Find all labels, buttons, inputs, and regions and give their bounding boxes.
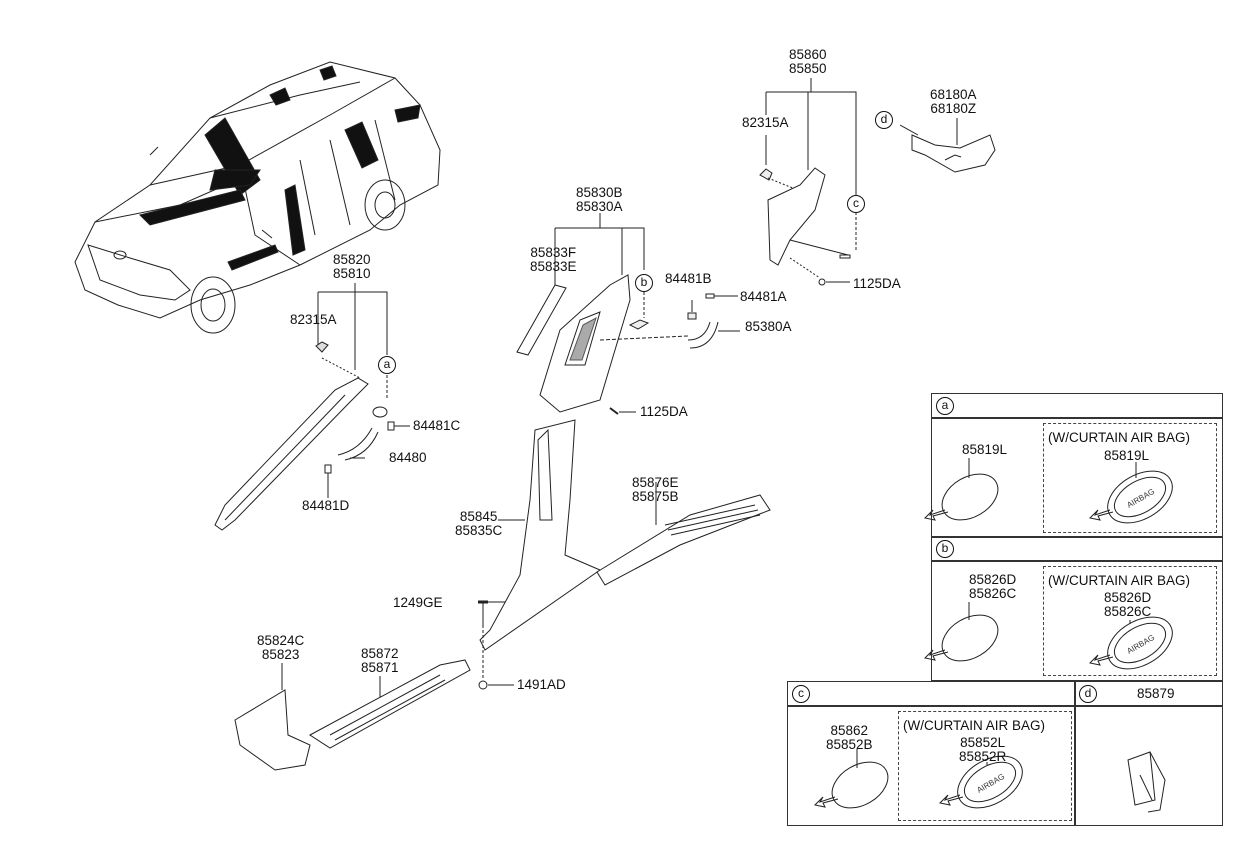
inset-c-letter: c [792, 685, 810, 703]
inset-a-body: 85819L (W/CURTAIN AIR BAG) 85819L [931, 417, 1223, 538]
front-kick-panel-group [234, 659, 471, 771]
inset-b-right-part: 85826D 85826C [1104, 591, 1151, 619]
inset-d-header: d 85879 [1074, 681, 1223, 707]
inset-a-header: a [931, 393, 1223, 419]
part-number: 85826D [969, 572, 1017, 587]
label-85820-85810: 85820 85810 [333, 253, 371, 281]
label-1125da-b: 1125DA [640, 404, 688, 419]
part-number: 85833E [530, 259, 577, 274]
part-number: 85862 [830, 723, 869, 738]
inset-a-left-part: 85819L [962, 442, 1008, 457]
c-pillar-trim-group [759, 78, 857, 286]
label-84480: 84480 [389, 450, 427, 465]
part-number: 85826C [969, 586, 1017, 601]
inset-a-note: (W/CURTAIN AIR BAG) [1048, 430, 1191, 445]
label-85380a: 85380A [745, 319, 792, 334]
part-number: 68180A [930, 87, 977, 102]
inset-a-airbag-box: (W/CURTAIN AIR BAG) 85819L [1043, 423, 1217, 533]
part-number: 85852B [826, 737, 873, 752]
inset-b-letter: b [936, 540, 954, 558]
label-85845-85835c: 85845 85835C [455, 510, 502, 538]
label-1125da-c: 1125DA [853, 276, 901, 291]
inset-c-note: (W/CURTAIN AIR BAG) [903, 718, 1046, 733]
vehicle-illustration [74, 61, 441, 334]
label-82315a: 82315A [290, 312, 337, 327]
label-84481c: 84481C [413, 418, 461, 433]
callout-d: d [875, 111, 893, 129]
part-number: 85875B [632, 489, 679, 504]
inset-art [813, 470, 1173, 813]
label-85824c-85823: 85824C 85823 [257, 634, 304, 662]
inset-d-letter: d [1079, 685, 1097, 703]
label-1491ad: 1491AD [517, 677, 566, 692]
part-number: 85852L [960, 735, 1006, 750]
part-number: 85845 [459, 509, 498, 524]
inset-d-part: 85879 [1137, 686, 1175, 701]
part-number: 85820 [333, 252, 371, 267]
b-pillar-trim-group [478, 213, 771, 690]
part-number: 85871 [361, 660, 399, 675]
inset-c-right-part: 85852L 85852R [959, 736, 1006, 764]
inset-c-body: 85862 85852B (W/CURTAIN AIR BAG) 85852L … [787, 705, 1076, 826]
part-number: 85830B [576, 185, 623, 200]
label-68180a-68180z: 68180A 68180Z [930, 88, 977, 116]
label-82315a-c: 82315A [742, 115, 789, 130]
inset-b-left-part: 85826D 85826C [969, 573, 1016, 601]
part-number: 85876E [632, 475, 679, 490]
a-pillar-trim-group [214, 283, 410, 531]
callout-c: c [847, 195, 865, 213]
callout-b: b [635, 274, 653, 292]
label-85860-85850: 85860 85850 [789, 48, 827, 76]
part-number: 85830A [576, 199, 623, 214]
inset-c-airbag-box: (W/CURTAIN AIR BAG) 85852L 85852R [898, 711, 1072, 821]
label-84481d: 84481D [302, 498, 350, 513]
part-number: 85833F [530, 245, 577, 260]
inset-b-note: (W/CURTAIN AIR BAG) [1048, 573, 1191, 588]
inset-b-airbag-box: (W/CURTAIN AIR BAG) 85826D 85826C [1043, 566, 1217, 676]
label-84481b: 84481B [665, 271, 712, 286]
label-1249ge: 1249GE [393, 595, 443, 610]
part-number: 85850 [789, 61, 827, 76]
inset-b-header: b [931, 536, 1223, 562]
d-trim-group [899, 118, 996, 173]
inset-a-right-part: 85819L [1104, 448, 1150, 463]
part-number: 68180Z [930, 101, 977, 116]
inset-c-header: c [787, 681, 1076, 707]
part-number: 85852R [959, 749, 1007, 764]
part-number: 85835C [455, 523, 503, 538]
part-number: 85824C [257, 633, 305, 648]
inset-a-letter: a [936, 397, 954, 415]
inset-b-body: 85826D 85826C (W/CURTAIN AIR BAG) 85826D… [931, 560, 1223, 681]
label-84481a: 84481A [740, 289, 787, 304]
label-85830b-85830a: 85830B 85830A [576, 186, 623, 214]
part-number: 85810 [333, 266, 371, 281]
inset-c-left-part: 85862 85852B [826, 724, 873, 752]
part-number: 85823 [261, 647, 300, 662]
callout-a: a [378, 356, 396, 374]
label-85872-85871: 85872 85871 [361, 647, 399, 675]
label-85833f-85833e: 85833F 85833E [530, 246, 577, 274]
inset-d-body [1074, 705, 1223, 826]
part-number: 85826D [1104, 590, 1152, 605]
part-number: 85826C [1104, 604, 1152, 619]
part-number: 85872 [361, 646, 399, 661]
label-85876e-85875b: 85876E 85875B [632, 476, 679, 504]
part-number: 85860 [789, 47, 827, 62]
